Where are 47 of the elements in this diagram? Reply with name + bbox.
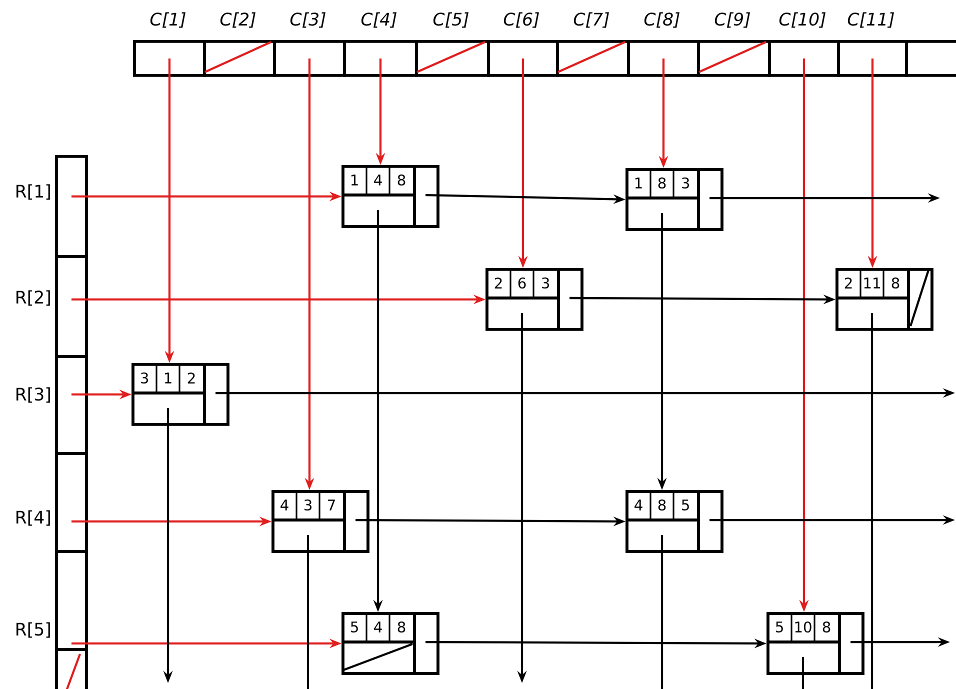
header-cell: R[5] (16, 550, 88, 651)
header-cell: C[8] (627, 12, 700, 77)
list-node: 2 6 3 (486, 268, 584, 331)
connector-line (870, 313, 874, 689)
list-node: 2 11 8 (836, 268, 934, 331)
node-label: C[5] (433, 12, 468, 28)
node-label: C[9] (714, 12, 750, 28)
header-cell: C[4] (343, 12, 418, 77)
list-node: 5 4 8 (342, 612, 440, 675)
header-cell: R[1] (16, 155, 88, 258)
list-node: 1 4 8 (342, 165, 440, 228)
header-cell: C[5] (415, 12, 490, 77)
connector-line (306, 535, 310, 689)
node-label: R[4] (16, 510, 50, 526)
list-node: 5 10 8 (766, 612, 864, 675)
node-label: R[3] (16, 387, 50, 403)
list-node: 1 8 3 (626, 168, 724, 231)
header-cell: R[4] (16, 452, 88, 553)
node-label: C[6] (504, 12, 539, 28)
header-cell: C[1] (133, 12, 206, 77)
header-cell: C[11] (837, 12, 908, 77)
node-label: C[11] (848, 12, 894, 28)
header-cell (55, 648, 88, 689)
header-cell: C[3] (273, 12, 346, 77)
connector-line (802, 657, 804, 689)
node-label: R[1] (16, 184, 50, 200)
header-cell: C[6] (487, 12, 559, 77)
node-label: C[7] (574, 12, 609, 28)
list-node: 4 8 5 (626, 490, 724, 553)
node-label: C[1] (150, 12, 186, 28)
node-label: C[2] (220, 12, 256, 28)
list-node: 4 3 7 (272, 490, 370, 553)
header-cell: C[2] (203, 12, 276, 77)
node-label: R[5] (16, 622, 50, 638)
node-label: R[2] (16, 290, 50, 306)
node-label: C[8] (644, 12, 680, 28)
header-cell: C[9] (697, 12, 771, 77)
header-cell: C[7] (556, 12, 630, 77)
node-label: C[10] (779, 12, 826, 28)
header-cell (905, 40, 956, 77)
node-label: C[3] (290, 12, 326, 28)
header-cell: R[3] (16, 355, 88, 455)
header-cell: R[2] (16, 255, 88, 358)
header-cell: C[10] (768, 12, 840, 77)
connector-line (660, 535, 664, 689)
list-node: 3 1 2 (132, 363, 230, 426)
node-label: C[4] (361, 12, 396, 28)
